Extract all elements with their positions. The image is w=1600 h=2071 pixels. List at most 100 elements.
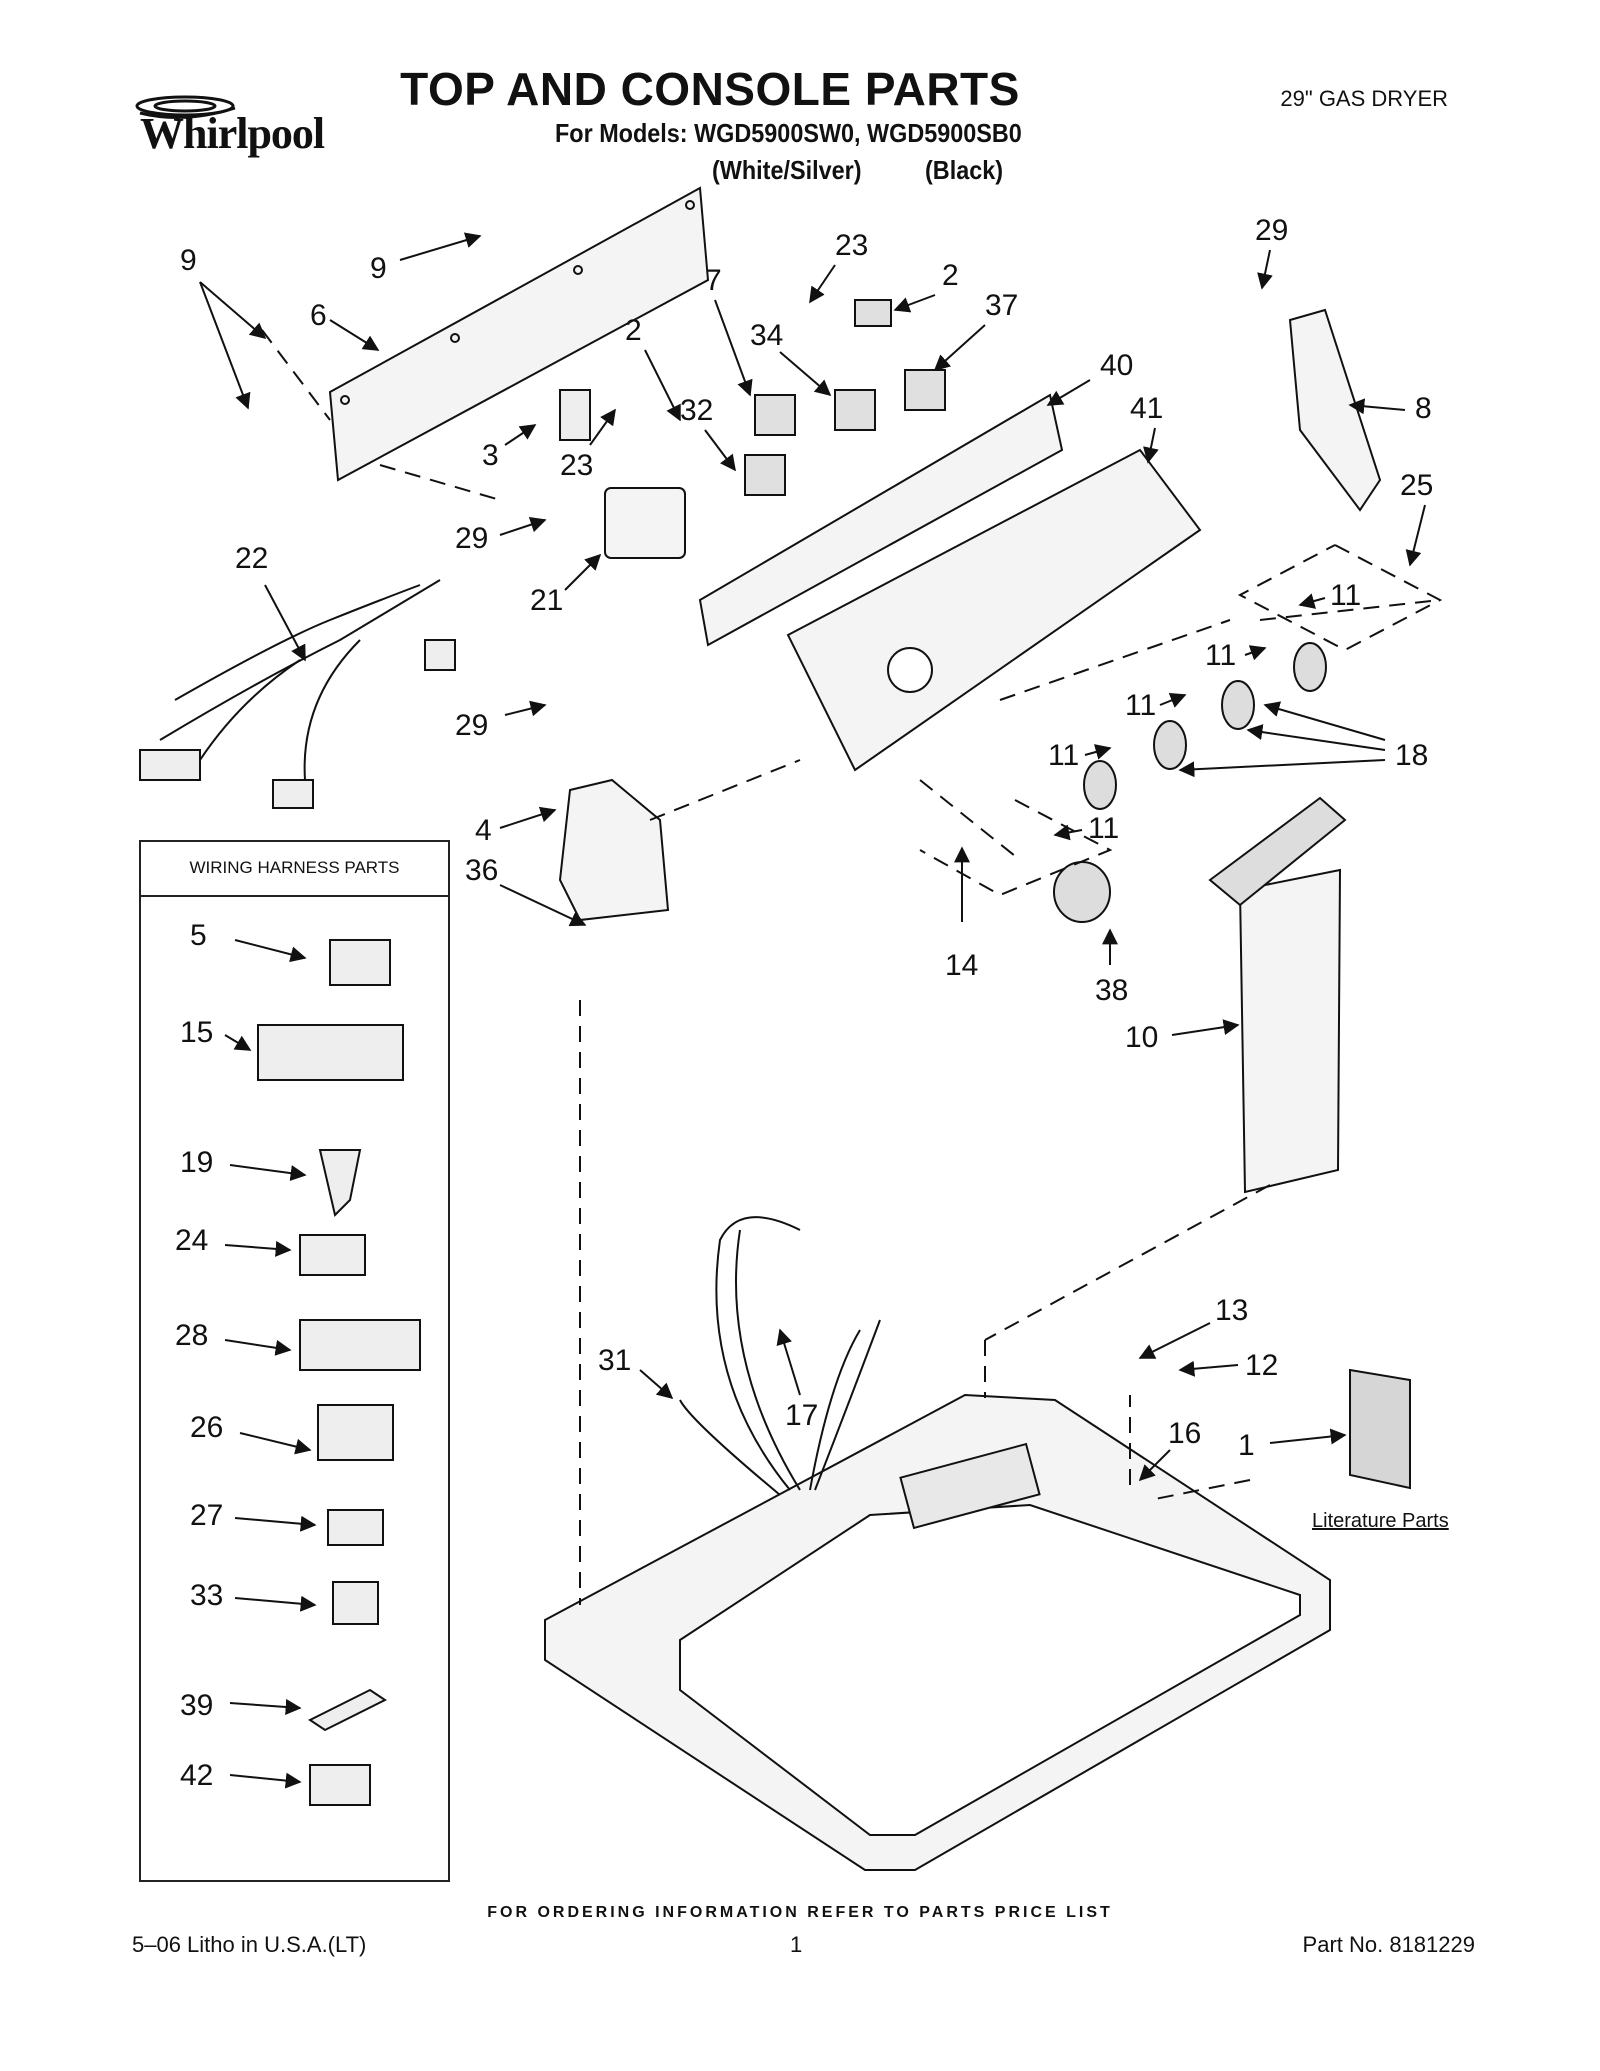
svg-text:41: 41 bbox=[1130, 392, 1163, 425]
svg-text:7: 7 bbox=[705, 264, 722, 297]
svg-text:26: 26 bbox=[190, 1411, 223, 1444]
svg-text:4: 4 bbox=[475, 814, 492, 847]
svg-text:11: 11 bbox=[1088, 812, 1119, 845]
svg-text:13: 13 bbox=[1215, 1294, 1248, 1327]
callout-41: 41 bbox=[1130, 392, 1163, 464]
buzzer-part bbox=[854, 299, 892, 327]
callout-29a: 29 bbox=[1255, 214, 1288, 290]
callout-6: 6 bbox=[310, 299, 380, 351]
callout-9a: 9 bbox=[180, 244, 267, 410]
harness-part-27: 27 bbox=[190, 1499, 384, 1546]
harness-part-26: 26 bbox=[190, 1404, 394, 1461]
harness-part-19: 19 bbox=[180, 1146, 362, 1217]
callout-23a: 23 bbox=[560, 408, 616, 482]
callout-12: 12 bbox=[1178, 1349, 1278, 1382]
harness-part-28: 28 bbox=[175, 1319, 421, 1371]
switch-part bbox=[754, 394, 796, 436]
svg-text:9: 9 bbox=[180, 244, 197, 277]
callout-14: 14 bbox=[945, 846, 978, 982]
callout-9b: 9 bbox=[370, 232, 482, 285]
svg-text:24: 24 bbox=[175, 1224, 208, 1257]
callout-29c: 29 bbox=[455, 700, 547, 742]
callout-17: 17 bbox=[776, 1328, 818, 1432]
literature-parts-label: Literature Parts bbox=[1312, 1510, 1449, 1532]
switch-part bbox=[904, 369, 946, 411]
callout-18: 18 bbox=[1178, 701, 1428, 778]
console-backplate-part bbox=[698, 393, 1064, 647]
product-type: 29" GAS DRYER bbox=[1280, 86, 1448, 111]
lint-screen-part bbox=[1238, 868, 1342, 1194]
callout-32: 32 bbox=[680, 394, 736, 472]
svg-text:29: 29 bbox=[455, 522, 488, 555]
svg-text:1: 1 bbox=[1238, 1429, 1255, 1462]
svg-text:42: 42 bbox=[180, 1759, 213, 1792]
svg-text:5: 5 bbox=[190, 919, 207, 952]
callout-10: 10 bbox=[1125, 1019, 1240, 1054]
svg-text:25: 25 bbox=[1400, 469, 1433, 502]
svg-text:23: 23 bbox=[560, 449, 593, 482]
svg-text:22: 22 bbox=[235, 542, 268, 575]
bracket-small-part bbox=[559, 389, 591, 441]
callout-3: 3 bbox=[482, 424, 537, 472]
wire-harness-part bbox=[139, 579, 881, 1496]
callout-21: 21 bbox=[530, 553, 602, 617]
callout-11d: 11 bbox=[1048, 739, 1112, 772]
svg-text:15: 15 bbox=[180, 1016, 213, 1049]
callout-25: 25 bbox=[1400, 469, 1433, 567]
svg-text:11: 11 bbox=[1330, 579, 1361, 612]
svg-text:10: 10 bbox=[1125, 1021, 1158, 1054]
svg-text:9: 9 bbox=[370, 252, 387, 285]
svg-text:39: 39 bbox=[180, 1689, 213, 1722]
callout-11a: 11 bbox=[1298, 579, 1361, 612]
callout-1: 1 bbox=[1238, 1428, 1347, 1462]
svg-text:6: 6 bbox=[310, 299, 327, 332]
callout-38: 38 bbox=[1095, 928, 1128, 1007]
callout-40: 40 bbox=[1046, 349, 1133, 406]
selector-knob-part bbox=[1053, 861, 1111, 923]
callout-22: 22 bbox=[235, 542, 306, 662]
callout-16: 16 bbox=[1138, 1417, 1201, 1482]
callout-34: 34 bbox=[750, 319, 832, 397]
svg-text:34: 34 bbox=[750, 319, 783, 352]
callout-31: 31 bbox=[598, 1344, 674, 1400]
svg-text:33: 33 bbox=[190, 1579, 223, 1612]
literature-part bbox=[1349, 1368, 1411, 1490]
svg-text:18: 18 bbox=[1395, 739, 1428, 772]
callout-37: 37 bbox=[933, 289, 1018, 372]
harness-part-33: 33 bbox=[190, 1579, 379, 1625]
whirlpool-swirl-logo bbox=[135, 95, 236, 119]
console-panel-part bbox=[786, 448, 1202, 772]
svg-text:36: 36 bbox=[465, 854, 498, 887]
end-cap-part bbox=[558, 778, 670, 922]
svg-text:29: 29 bbox=[1255, 214, 1288, 247]
svg-text:40: 40 bbox=[1100, 349, 1133, 382]
callout-8: 8 bbox=[1348, 392, 1432, 425]
knob-part bbox=[1293, 642, 1327, 692]
svg-text:16: 16 bbox=[1168, 1417, 1201, 1450]
litho-info: 5–06 Litho in U.S.A.(LT) bbox=[132, 1932, 367, 1957]
svg-text:11: 11 bbox=[1048, 739, 1079, 772]
callout-2b: 2 bbox=[893, 259, 959, 313]
page-title: TOP AND CONSOLE PARTS bbox=[400, 63, 1020, 115]
callout-13: 13 bbox=[1138, 1294, 1248, 1359]
knob-part bbox=[1153, 720, 1187, 770]
callout-11c: 11 bbox=[1125, 689, 1187, 722]
harness-part-39: 39 bbox=[180, 1688, 387, 1732]
svg-text:32: 32 bbox=[680, 394, 713, 427]
callout-2a: 2 bbox=[625, 314, 681, 422]
harness-part-24: 24 bbox=[175, 1224, 366, 1276]
svg-text:19: 19 bbox=[180, 1146, 213, 1179]
ordering-note: FOR ORDERING INFORMATION REFER TO PARTS … bbox=[487, 1904, 1113, 1921]
callout-36: 36 bbox=[465, 854, 587, 927]
svg-text:29: 29 bbox=[455, 709, 488, 742]
variant-black: (Black) bbox=[925, 155, 1004, 185]
svg-text:28: 28 bbox=[175, 1319, 208, 1352]
switch-part bbox=[744, 454, 786, 496]
svg-text:8: 8 bbox=[1415, 392, 1432, 425]
harness-part-5: 5 bbox=[190, 919, 391, 986]
svg-text:37: 37 bbox=[985, 289, 1018, 322]
models-line: For Models: WGD5900SW0, WGD5900SB0 bbox=[555, 118, 1022, 148]
callout-29b: 29 bbox=[455, 516, 547, 555]
svg-text:14: 14 bbox=[945, 949, 978, 982]
